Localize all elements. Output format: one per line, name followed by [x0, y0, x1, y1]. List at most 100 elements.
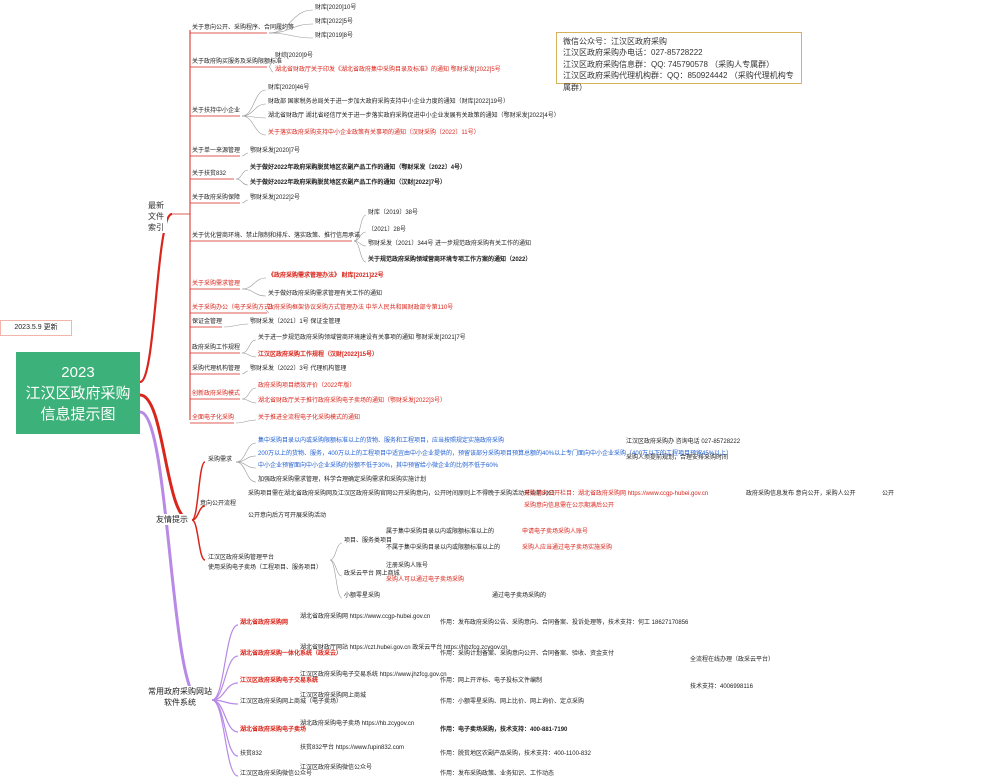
leaf-item: 作用：小额零星采购、网上比价、网上询价、定点采购	[440, 699, 585, 705]
branch-friendly-tips: 友情提示	[152, 514, 192, 525]
connector-line	[235, 442, 257, 463]
leaf-item: 政采云平台 网上商城	[344, 571, 400, 577]
leaf-item: 采购项目需在湖北省政府采购网及江汉区政府采购官网公开采购意向，公开时间原则上不得…	[248, 491, 555, 497]
leaf-item: 鄂财采发〔2021〕344号 进一步规范政府采购有关工作的通知	[368, 241, 532, 247]
group-label-g5: 关于扶贫832	[192, 171, 227, 177]
connector-line	[191, 519, 206, 561]
connector-line	[241, 352, 257, 358]
connector-line	[223, 323, 249, 328]
leaf-item: 江汉区政府采购网上商城	[300, 693, 367, 699]
leaf-item: 财库[2019]8号	[315, 33, 354, 39]
leaf-item: 中小企业预留面向中小企业采购的份额不低于30%，其中预留给小微企业的比例不低于6…	[258, 463, 499, 469]
connector-line	[241, 339, 257, 354]
update-date-badge: 2023.5.9 更新	[0, 320, 72, 336]
connector-line	[329, 542, 343, 561]
leaf-item: 通过电子卖场采购的	[492, 593, 547, 599]
connector-line	[211, 655, 239, 701]
group-label-g2: 关于政府购买服务及采购限额标准	[192, 59, 283, 65]
group-label-g4: 江汉区政府采购网上商城（电子卖场）	[240, 699, 343, 705]
leaf-item: 湖北省财政厅关于推行政府采购电子卖场的通知（鄂财采发[2022]3号）	[258, 398, 447, 404]
branch-file-index: 最新 文件 索引	[145, 200, 167, 233]
connector-line	[329, 559, 343, 599]
connector-line	[235, 169, 249, 180]
connector-line	[268, 32, 314, 39]
connector-line	[241, 152, 249, 157]
group-label-platform-sub: 使用采购电子卖场（工程项目、服务项目）	[208, 565, 323, 571]
leaf-item: 江汉区政府采购工作规程（汉财[2022]15号）	[258, 352, 379, 358]
leaf-item: 财库[2022]5号	[315, 19, 354, 25]
leaf-item: 申请电子卖场采购人账号	[522, 529, 589, 535]
leaf-item: 扶贫832平台 https://www.fupin832.com	[300, 745, 405, 751]
connector-line	[191, 505, 206, 521]
group-label-g11: 政府采购工作规程	[192, 345, 241, 351]
leaf-item: 200万以上的货物、服务，400万以上的工程项目中适宜由中小企业提供的，预留该部…	[258, 451, 733, 457]
leaf-item: 采购意向信息需在公示期满后公开	[524, 503, 615, 509]
leaf-item: 鄂财采发[2020]7号	[250, 148, 301, 154]
contact-info-box: 微信公众号：江汉区政府采购 江汉区政府采购办电话：027-85728222 江汉…	[556, 32, 802, 92]
group-label-demand: 采购需求	[208, 457, 233, 463]
root-title: 2023 江汉区政府采购 信息提示图	[16, 352, 140, 434]
group-label-g13: 创新政府采购模式	[192, 391, 241, 397]
connector-line	[268, 66, 274, 73]
connector-line	[241, 199, 249, 204]
leaf-item: 湖北省财政厅网站 https://czt.hubei.gov.cn 政采云平台 …	[300, 645, 508, 651]
connector-line	[241, 103, 267, 117]
group-label-g8: 关于采购需求管理	[192, 281, 241, 287]
leaf-item: 作用：发布采购政策、业务知识、工作动态	[440, 771, 555, 777]
connector-line	[139, 410, 201, 702]
leaf-item: 注册采购人账号	[386, 563, 429, 569]
leaf-item: 财政部 国家税务总局关于进一步加大政府采购支持中小企业力度的通知（财库[2022…	[268, 99, 510, 105]
leaf-item: 作用：电子卖场采购，技术支持：400-881-7190	[440, 727, 568, 733]
leaf-item: 政府采购框架协议采购方式管理办法 中华人民共和国财政部令第110号	[268, 305, 454, 311]
connector-line	[241, 277, 267, 290]
leaf-item: 政府采购项目绩效评价（2022年版）	[258, 383, 356, 389]
group-label-g1: 湖北省政府采购网	[240, 620, 289, 626]
leaf-item: 关于落实政府采购支持中小企业政策有关事项的通知（汉财采购〔2022〕11号）	[268, 130, 480, 136]
leaf-item: 属于集中采购目录以内或限额标准以上的	[386, 529, 495, 535]
connector-line	[241, 398, 257, 404]
leaf-item: 集中采购目录以内或采购限额标准以上的货物、服务和工程项目，应当按照规定实施政府采…	[258, 438, 505, 444]
group-label-g6: 扶贫832	[240, 751, 263, 757]
connector-line	[241, 89, 267, 117]
leaf-item: 采购人应当通过电子卖场实施采购	[522, 545, 613, 551]
group-label-g3: 关于扶持中小企业	[192, 108, 241, 114]
leaf-item: 关于做好2022年政府采购脱贫地区农副产品工作的通知（鄂财采发〔2022〕4号）	[250, 165, 467, 171]
connector-line	[353, 231, 367, 242]
leaf-item: 加强政府采购需求管理，科学合理确定采购需求和采购实施计划	[258, 477, 427, 483]
leaf-item: 湖北省财政厅 湖北省经信厅关于进一步落实政府采购促进中小企业发展有关政策的通知（…	[268, 113, 560, 119]
contact-line: 江汉区政府采购信息群：QQ: 745790578 （采购人专属群）	[563, 59, 775, 69]
leaf-item: 关于推进全流程电子化采购模式的通知	[258, 415, 361, 421]
connector-line	[235, 419, 257, 424]
group-label-intent: 意向公开流程	[200, 501, 237, 507]
connector-line	[211, 699, 239, 777]
connector-line	[211, 699, 239, 757]
leaf-item: 采购人可以通过电子卖场采购	[386, 577, 465, 583]
leaf-item: 关于做好政府采购需求管理有关工作的通知	[268, 291, 383, 297]
leaf-item: 政府采购信息发布 意向公开，采购人公开	[746, 491, 856, 497]
connector-line	[241, 115, 267, 136]
group-label-g9: 关于采购办公（电子采购方式）	[192, 305, 277, 311]
leaf-item: 《政府采购需求管理办法》 财库[2021]22号	[268, 273, 384, 279]
leaf-item: 关于进一步规范政府采购领域营商环境建设有关事项的通知 鄂财采发[2021]7号	[258, 335, 466, 341]
group-label-g7: 关于优化营商环境、禁止限制和排斥、落实政策、推行信用承诺	[192, 233, 361, 239]
leaf-item: 技术支持：4006998116	[690, 684, 753, 690]
connector-line	[241, 115, 267, 119]
leaf-item: 湖北省财政厅关于印发《湖北省政府集中采购目录及标准》的通知 鄂财采发[2022]…	[275, 67, 501, 73]
connector-line	[353, 240, 367, 247]
connector-line	[268, 9, 314, 34]
leaf-item: 作用：采购计划备案、采购意向公开、合同备案、验收、资金支付	[440, 651, 615, 657]
leaf-item: 采购意向公开栏目：湖北省政府采购网 https://www.ccgp-hubei…	[524, 491, 709, 497]
connector-line	[191, 461, 206, 521]
contact-line: 江汉区政府采购代理机构群：QQ：850924442 （采购代理机构专属群）	[563, 71, 794, 92]
leaf-item: 鄂财采发〔2021〕1号 保证金管理	[250, 319, 341, 325]
connector-line	[139, 212, 173, 384]
leaf-item: 公开意向后方可开展采购活动	[248, 513, 327, 519]
leaf-item: 湖北省政府采购网 https://www.ccgp-hubei.gov.cn	[300, 614, 431, 620]
group-label-g1: 关于意向公开、采购程序、合同履约等	[192, 25, 295, 31]
connector-line	[241, 370, 249, 375]
group-label-g6: 关于政府采购保障	[192, 195, 241, 201]
leaf-item: 江汉区政府采购电子交易系统 https://www.jhzfcg.gov.cn	[300, 672, 447, 678]
connector-line	[329, 559, 343, 577]
group-label-g12: 采购代理机构管理	[192, 366, 241, 372]
